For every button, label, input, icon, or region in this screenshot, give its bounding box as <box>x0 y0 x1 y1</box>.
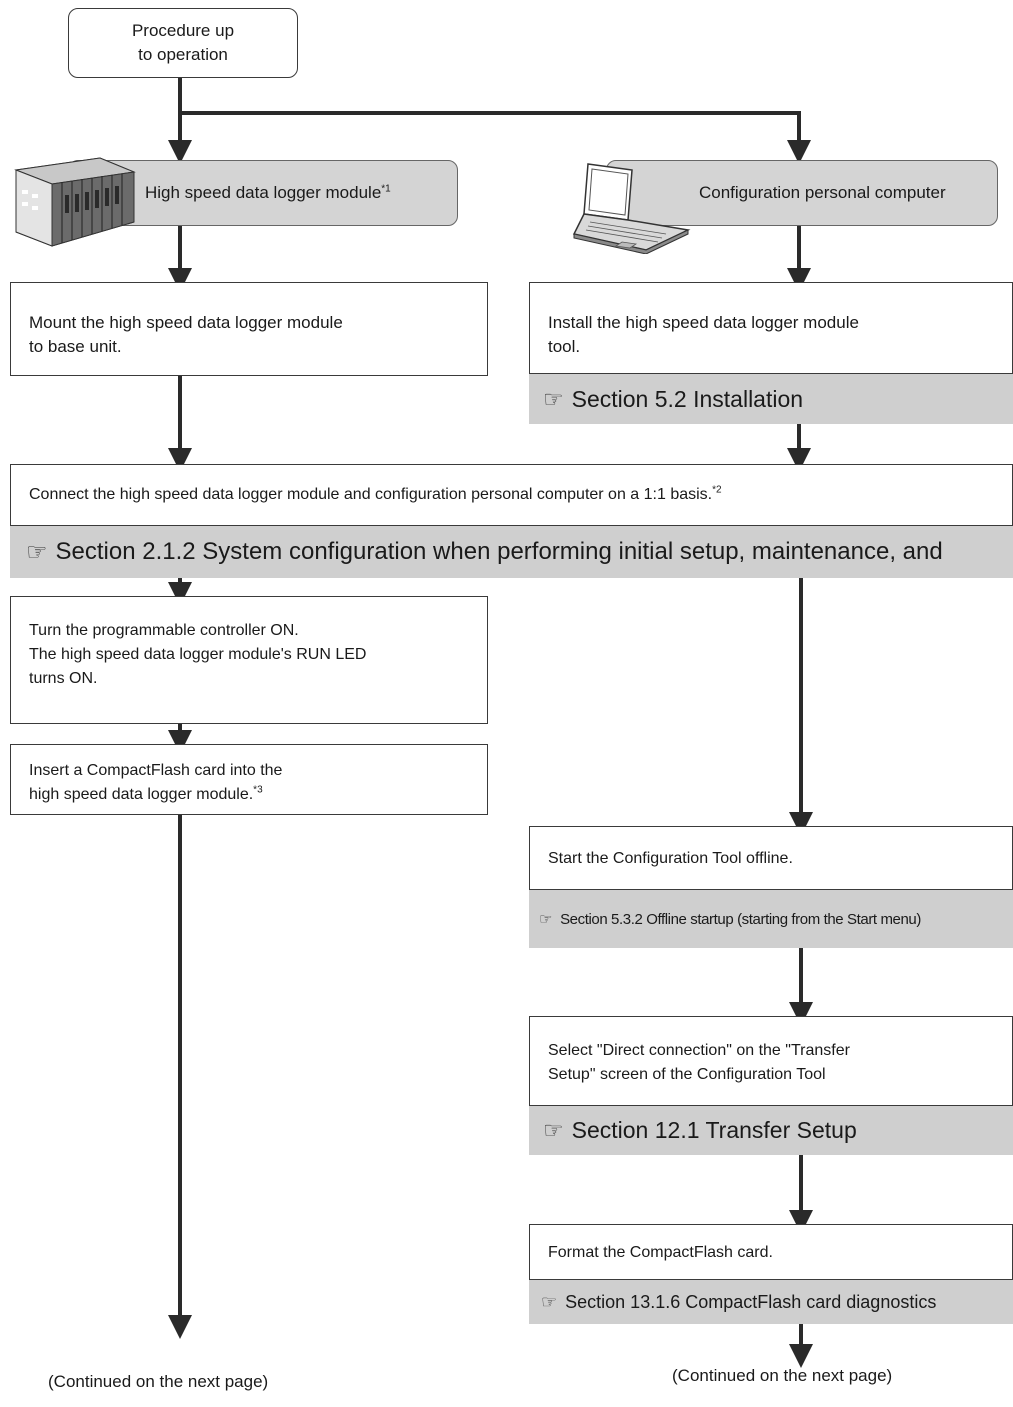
ref-transfer-setup[interactable]: ☞ Section 12.1 Transfer Setup <box>529 1106 1013 1155</box>
continued-left: (Continued on the next page) <box>48 1372 269 1391</box>
left-header-label: High speed data logger module <box>145 183 382 202</box>
footnote-2: *2 <box>712 484 722 496</box>
step-select-line1: Select "Direct connection" on the "Trans… <box>548 1042 850 1059</box>
plc-module-icon <box>8 150 136 252</box>
ref-cf-diagnostics[interactable]: ☞ Section 13.1.6 CompactFlash card diagn… <box>529 1280 1013 1324</box>
reference-hand-icon: ☞ <box>26 538 48 566</box>
step-mount-line1: Mount the high speed data logger module <box>29 313 343 332</box>
step-power-line2: The high speed data logger module's RUN … <box>29 646 367 663</box>
right-header-label: Configuration personal computer <box>699 183 946 202</box>
step-power-line1: Turn the programmable controller ON. <box>29 622 299 639</box>
step-connect-text: Connect the high speed data logger modul… <box>29 486 713 503</box>
step-install-line1: Install the high speed data logger modul… <box>548 313 859 332</box>
start-node-line1: Procedure up <box>131 21 235 40</box>
ref-system-configuration[interactable]: ☞ Section 2.1.2 System configuration whe… <box>10 526 1013 578</box>
ref-transfer-setup-label: Section 12.1 Transfer Setup <box>571 1117 857 1143</box>
start-node: Procedure up to operation <box>68 8 298 78</box>
step-power-line3: turns ON. <box>29 670 98 687</box>
ref-installation[interactable]: ☞ Section 5.2 Installation <box>529 374 1013 424</box>
step-format-text: Format the CompactFlash card. <box>548 1244 773 1261</box>
ref-offline-startup-label: Section 5.3.2 Offline startup (starting … <box>560 910 921 928</box>
laptop-icon <box>570 160 692 255</box>
step-mount-line2: to base unit. <box>29 337 122 356</box>
footnote-3: *3 <box>253 784 263 796</box>
step-insert-line1: Insert a CompactFlash card into the <box>29 762 283 779</box>
continued-right: (Continued on the next page) <box>672 1366 893 1385</box>
step-connect: Connect the high speed data logger modul… <box>10 464 1013 526</box>
step-install-line2: tool. <box>548 337 581 356</box>
step-power-on: Turn the programmable controller ON. The… <box>10 596 488 724</box>
step-start-tool: Start the Configuration Tool offline. <box>529 826 1013 890</box>
reference-hand-icon: ☞ <box>543 385 564 412</box>
ref-installation-label: Section 5.2 Installation <box>571 385 804 412</box>
step-insert-card: Insert a CompactFlash card into the high… <box>10 744 488 815</box>
step-insert-line2: high speed data logger module. <box>29 786 254 803</box>
ref-system-configuration-label: Section 2.1.2 System configuration when … <box>55 538 943 565</box>
step-install-tool: Install the high speed data logger modul… <box>529 282 1013 374</box>
step-format-card: Format the CompactFlash card. <box>529 1224 1013 1280</box>
step-select-connection: Select "Direct connection" on the "Trans… <box>529 1016 1013 1106</box>
ref-offline-startup[interactable]: ☞ Section 5.3.2 Offline startup (startin… <box>529 890 1013 948</box>
step-start-tool-text: Start the Configuration Tool offline. <box>548 850 793 867</box>
ref-cf-diagnostics-label: Section 13.1.6 CompactFlash card diagnos… <box>565 1291 937 1312</box>
step-mount-module: Mount the high speed data logger module … <box>10 282 488 376</box>
right-header: Configuration personal computer <box>606 160 998 226</box>
reference-hand-icon: ☞ <box>541 1291 558 1312</box>
reference-hand-icon: ☞ <box>543 1117 564 1143</box>
footnote-1: *1 <box>381 183 391 195</box>
step-select-line2: Setup" screen of the Configuration Tool <box>548 1066 826 1083</box>
start-node-line2: to operation <box>138 45 228 64</box>
reference-hand-icon: ☞ <box>539 911 553 928</box>
